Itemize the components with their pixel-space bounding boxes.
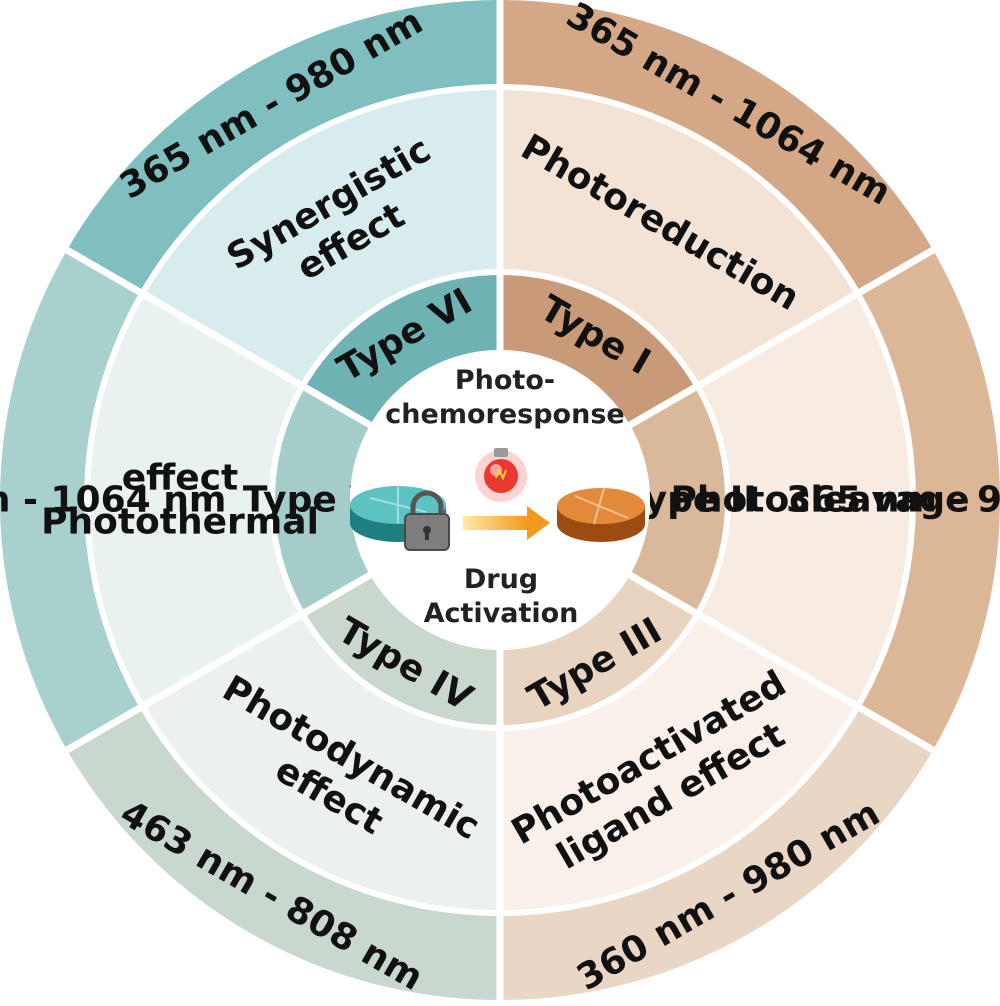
type-segment-type-ii xyxy=(629,386,728,614)
outer-segment-type-ii xyxy=(857,250,1000,750)
mechanism-label-type-ii-line1: Photocleavage xyxy=(670,480,969,521)
center-circle xyxy=(350,350,650,650)
center-caption-line1: Drug xyxy=(464,564,538,595)
type-segment-type-v xyxy=(272,386,371,614)
mechanism-ring xyxy=(86,87,914,913)
segment-separators xyxy=(56,0,944,1006)
center-caption-line2: Activation xyxy=(424,598,579,629)
type-segment-type-iv xyxy=(302,575,500,728)
segment-separator xyxy=(628,241,944,429)
mechanism-segment-type-iii xyxy=(500,614,858,913)
center-title-line1: Photo- xyxy=(455,365,555,396)
outer-ring-border xyxy=(84,84,916,916)
center-title-line2: chemoresponse xyxy=(385,399,624,430)
mechanism-label-type-v-line1: Photothermal xyxy=(41,502,319,543)
activation-arrow-icon xyxy=(463,506,550,540)
type-ring xyxy=(272,272,728,728)
segment-separator xyxy=(56,241,372,429)
center-hub: Photo- chemoresponse xyxy=(350,350,650,650)
type-segment-type-vi xyxy=(302,272,500,425)
mechanism-segment-type-v xyxy=(86,293,303,707)
type-segment-type-iii xyxy=(500,575,698,728)
padlock-shackle xyxy=(410,490,444,516)
outer-segment-type-v xyxy=(0,250,143,750)
range-label-type-v: 808 nm - 1064 nm xyxy=(0,480,226,521)
locked-drug-icon xyxy=(350,486,450,551)
mid-ring-border xyxy=(269,269,731,731)
type-segment-type-i xyxy=(500,272,698,425)
range-label-type-ii: 365 nm - 980 nm xyxy=(786,480,1000,521)
light-bulb-icon xyxy=(475,448,527,502)
activated-drug-icon xyxy=(557,487,645,542)
mechanism-segment-type-ii xyxy=(697,293,914,707)
mechanism-segment-type-vi xyxy=(142,87,500,386)
mechanism-label-type-v-line2: effect xyxy=(122,458,239,499)
mechanism-segment-type-iv xyxy=(142,614,500,913)
segment-separator xyxy=(628,571,944,759)
mechanism-segment-type-i xyxy=(500,87,858,386)
segment-separator xyxy=(56,571,372,759)
